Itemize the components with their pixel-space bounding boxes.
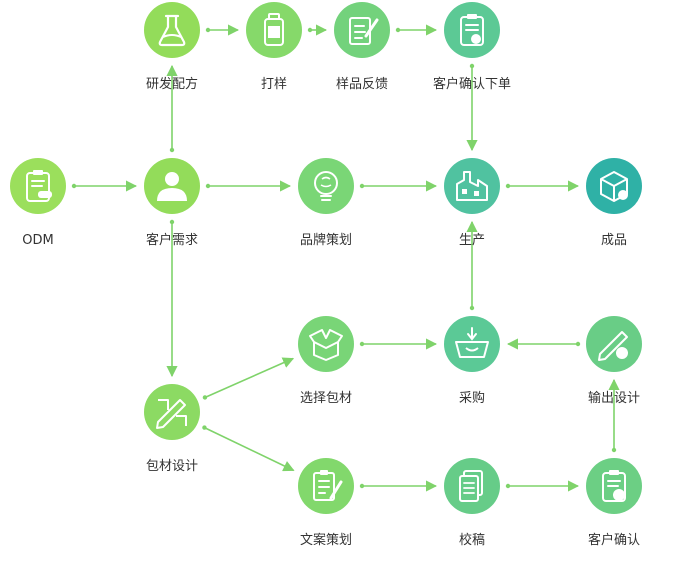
customer-icon — [157, 172, 187, 201]
node-label-xuanze: 选择包材 — [299, 391, 352, 406]
node-xiadan — [444, 2, 500, 58]
connector-start-dot — [575, 341, 581, 347]
clipboard-odm-icon — [26, 170, 52, 202]
node-shuchu — [586, 316, 642, 372]
node-label-caigou: 采购 — [458, 391, 485, 406]
connector-start-dot — [469, 63, 475, 69]
factory-icon — [456, 171, 488, 201]
node-chengpin — [586, 158, 642, 214]
order-clipboard-icon — [460, 14, 484, 46]
node-label-queren: 客户确认 — [587, 533, 640, 548]
open-box-icon — [309, 329, 343, 361]
connector-start-dot — [169, 147, 175, 153]
connector-start-dot — [169, 219, 175, 225]
node-label-fankui: 样品反馈 — [335, 77, 388, 92]
node-label-jiaogao: 校稿 — [458, 533, 485, 548]
node-label-baocai: 包材设计 — [145, 459, 198, 474]
connector-start-dot — [359, 341, 365, 347]
connector-start-dot — [71, 183, 77, 189]
connector-start-dot — [205, 27, 211, 33]
node-circle — [586, 316, 642, 372]
connector-start-dot — [505, 183, 511, 189]
product-box-icon — [600, 171, 628, 202]
node-xuanze — [298, 316, 354, 372]
connector-start-dot — [505, 483, 511, 489]
connector-start-dot — [469, 305, 475, 311]
node-jiaogao — [444, 458, 500, 514]
node-circle — [334, 2, 390, 58]
design-upload-icon — [598, 331, 628, 361]
connector-start-dot — [307, 27, 313, 33]
node-circle — [144, 2, 200, 58]
connector-start-dot — [202, 395, 208, 400]
copywriting-icon — [313, 470, 343, 501]
connector-start-dot — [359, 483, 365, 489]
connector-start-dot — [395, 27, 401, 33]
feedback-edit-icon — [349, 17, 379, 45]
node-label-odm: ODM — [22, 233, 54, 248]
pencil-ruler-icon — [156, 399, 187, 429]
connector-start-dot — [205, 183, 211, 189]
node-pinpai — [298, 158, 354, 214]
node-label-dayang: 打样 — [260, 77, 287, 92]
node-label-wenan: 文案策划 — [299, 533, 352, 548]
node-xuqiu — [144, 158, 200, 214]
node-circle — [144, 384, 200, 440]
node-circle — [444, 158, 500, 214]
basket-icon — [455, 327, 489, 358]
node-layer — [10, 2, 642, 514]
node-circle — [298, 316, 354, 372]
connector-baocai-wenan — [204, 426, 295, 472]
node-caigou — [444, 316, 500, 372]
connector-baocai-xuanze — [204, 357, 295, 399]
node-queren — [586, 458, 642, 514]
lightbulb-brain-icon — [314, 171, 338, 201]
node-label-shuchu: 输出设计 — [587, 391, 640, 406]
node-label-xuqiu: 客户需求 — [145, 233, 198, 248]
node-wenan — [298, 458, 354, 514]
proofread-pages-icon — [459, 470, 483, 502]
node-shengchan — [444, 158, 500, 214]
node-label-pinpai: 品牌策划 — [299, 233, 352, 248]
node-label-xiadan: 客户确认下单 — [432, 77, 511, 92]
node-yanfa — [144, 2, 200, 58]
node-label-chengpin: 成品 — [600, 233, 627, 248]
confirm-clipboard-icon — [602, 470, 626, 502]
node-dayang — [246, 2, 302, 58]
node-fankui — [334, 2, 390, 58]
connector-layer — [71, 24, 620, 492]
flask-icon — [158, 14, 186, 47]
sample-bottle-icon — [264, 13, 284, 46]
node-baocai — [144, 384, 200, 440]
node-label-yanfa: 研发配方 — [145, 77, 198, 92]
node-odm — [10, 158, 66, 214]
connector-start-dot — [611, 447, 617, 453]
connector-start-dot — [202, 425, 207, 430]
node-label-shengchan: 生产 — [458, 233, 485, 248]
connector-start-dot — [359, 183, 365, 189]
node-circle — [444, 316, 500, 372]
